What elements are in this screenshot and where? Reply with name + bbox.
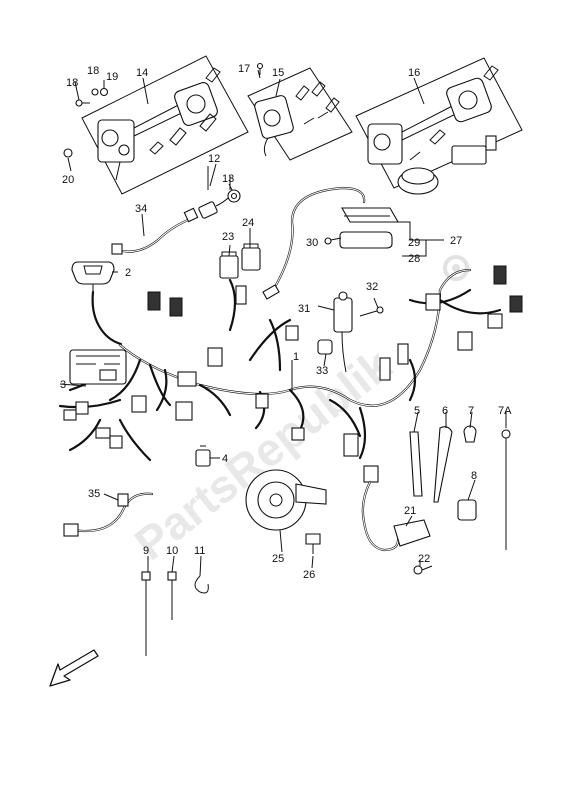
- callout-11: 11: [194, 545, 205, 557]
- callout-4: 4: [222, 453, 228, 465]
- callout-25: 25: [272, 553, 284, 565]
- arrow-down-left-icon: [49, 649, 99, 687]
- callout-26: 26: [303, 569, 315, 581]
- callout-30: 30: [306, 237, 318, 249]
- sensor-21: [361, 480, 433, 575]
- callout-33: 33: [316, 365, 328, 377]
- callout-23: 23: [222, 231, 234, 243]
- callout-28: 28: [408, 253, 420, 265]
- callout-32: 32: [366, 281, 378, 293]
- switch-assembly-15: [247, 67, 353, 161]
- side-stand-switch-31: [333, 291, 384, 373]
- callout-16: 16: [408, 67, 420, 79]
- lead-wire-34: [111, 207, 199, 255]
- callout-24: 24: [242, 217, 254, 229]
- callout-22: 22: [418, 553, 430, 565]
- callout-17: 17: [238, 63, 250, 75]
- callout-5: 5: [414, 405, 420, 417]
- connectors-12-13: [198, 166, 241, 219]
- sub-harness-35: [63, 492, 154, 537]
- callout-27: 27: [450, 235, 462, 247]
- switch-assembly-16: [355, 57, 523, 195]
- gear-icon: [443, 255, 469, 281]
- horn-25: [245, 469, 327, 554]
- switch-assembly-14: [81, 55, 249, 195]
- callout-1: 1: [293, 351, 299, 363]
- callout-35: 35: [88, 488, 100, 500]
- callout-34: 34: [135, 203, 147, 215]
- callout-19: 19: [106, 71, 118, 83]
- main-wiring-harness-1: [58, 265, 523, 483]
- callout-2: 2: [125, 267, 131, 279]
- callout-8: 8: [471, 470, 477, 482]
- callout-7: 7: [468, 405, 474, 417]
- callout-13: 13: [222, 173, 234, 185]
- callout-14: 14: [136, 67, 148, 79]
- callout-20: 20: [62, 174, 74, 186]
- callout-18a: 18: [87, 65, 99, 77]
- callout-18b: 18: [66, 77, 78, 89]
- connector-4: [195, 445, 211, 467]
- callout-15: 15: [272, 67, 284, 79]
- meter-unit-2: [71, 261, 123, 346]
- callout-7a: 7A: [498, 405, 512, 417]
- leader-lines: [59, 69, 507, 577]
- bolts-17-20: [63, 62, 264, 158]
- callout-labels: 1 2 3 4 5 6 7 7A 8 9 10 11 12 13 14 15 1…: [60, 63, 512, 581]
- callout-6: 6: [442, 405, 448, 417]
- callout-3: 3: [60, 379, 66, 391]
- callout-12: 12: [208, 153, 220, 165]
- cable-ties-9-11: [141, 571, 209, 656]
- callout-10: 10: [166, 545, 178, 557]
- clamps-5-8: [409, 425, 511, 550]
- sensor-assembly-27: [262, 186, 399, 300]
- callout-21: 21: [404, 505, 416, 517]
- relays-23-24: [219, 243, 261, 279]
- callout-31: 31: [298, 303, 310, 315]
- callout-9: 9: [143, 545, 149, 557]
- callout-29: 29: [408, 237, 420, 249]
